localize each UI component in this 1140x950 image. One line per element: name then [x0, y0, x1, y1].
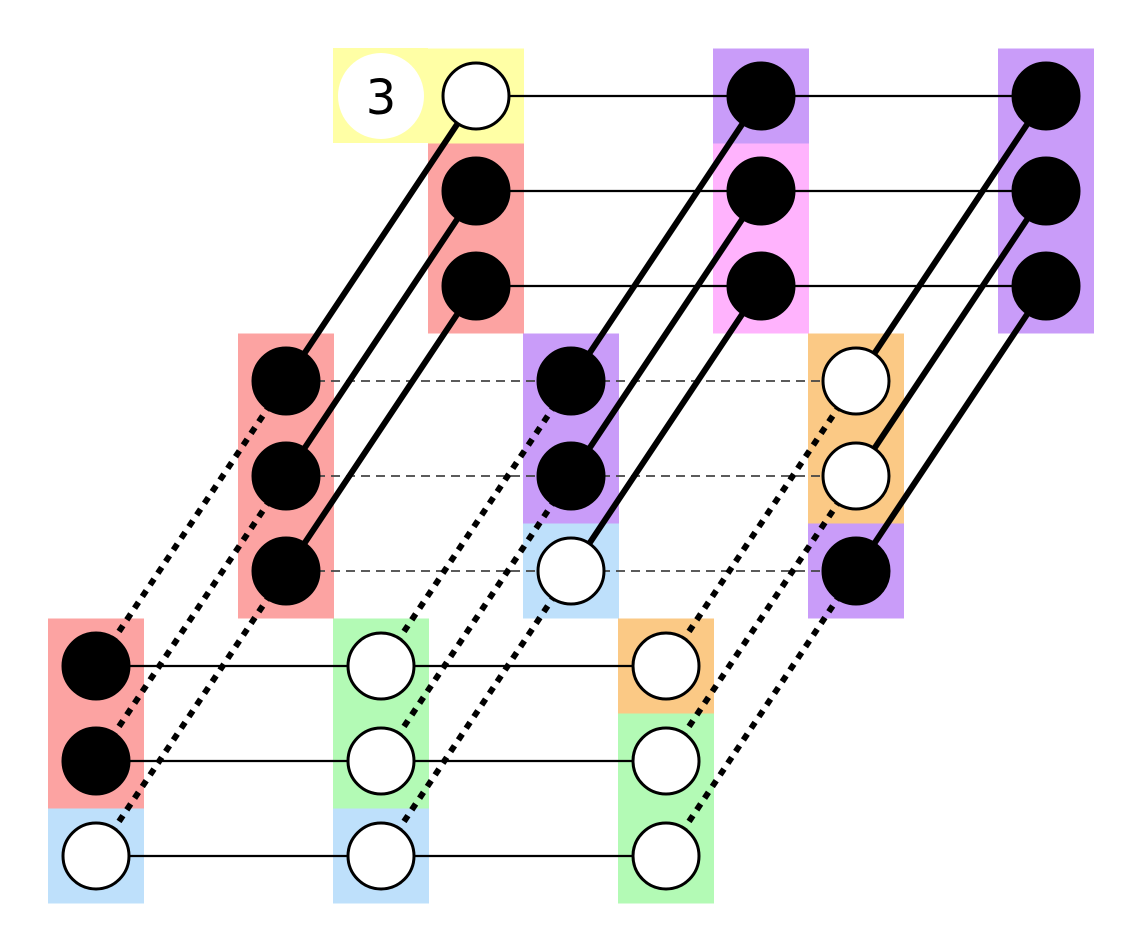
number-badge-circle	[338, 53, 424, 139]
node-empty-bottom-c2-r1	[631, 726, 701, 796]
link-top-middle-c0-r1	[283, 189, 479, 478]
number-badge: 3	[338, 53, 424, 139]
node-empty-middle-c1-r2	[536, 536, 606, 606]
link-top-middle-c1-r0	[568, 94, 764, 383]
link-middle-bottom-c0-r2	[93, 569, 289, 858]
number-badge-label: 3	[366, 70, 397, 126]
link-middle-bottom-c0-r1	[93, 474, 289, 763]
link-middle-bottom-c1-r2	[378, 569, 574, 858]
link-top-middle-c1-r2	[568, 284, 764, 573]
node-filled-middle-c0-r0	[251, 346, 321, 416]
link-top-middle-c1-r1	[568, 189, 764, 478]
node-empty-middle-c2-r0	[821, 346, 891, 416]
node-empty-bottom-c2-r0	[631, 631, 701, 701]
link-top-middle-c0-r2	[283, 284, 479, 573]
link-middle-bottom-c1-r1	[378, 474, 574, 763]
link-top-middle-c0-r0	[283, 94, 479, 383]
node-empty-middle-c2-r1	[821, 441, 891, 511]
node-filled-top-c2-r2	[1011, 251, 1081, 321]
node-filled-top-c2-r0	[1011, 61, 1081, 131]
node-filled-middle-c1-r0	[536, 346, 606, 416]
link-middle-bottom-c1-r0	[378, 379, 574, 668]
node-empty-bottom-c1-r1	[346, 726, 416, 796]
node-filled-bottom-c0-r1	[61, 726, 131, 796]
link-top-middle-c2-r0	[853, 94, 1049, 383]
link-middle-bottom-c0-r0	[93, 379, 289, 668]
node-empty-bottom-c1-r2	[346, 821, 416, 891]
node-filled-top-c1-r1	[726, 156, 796, 226]
node-filled-bottom-c0-r0	[61, 631, 131, 701]
link-top-middle-c2-r2	[853, 284, 1049, 573]
node-filled-top-c0-r1	[441, 156, 511, 226]
node-empty-bottom-c1-r0	[346, 631, 416, 701]
node-filled-top-c0-r2	[441, 251, 511, 321]
node-filled-middle-c2-r2	[821, 536, 891, 606]
link-middle-bottom-c2-r2	[663, 569, 859, 858]
link-middle-bottom-c2-r0	[663, 379, 859, 668]
node-empty-top-c0-r0	[441, 61, 511, 131]
node-filled-middle-c0-r2	[251, 536, 321, 606]
node-filled-middle-c0-r1	[251, 441, 321, 511]
node-filled-top-c2-r1	[1011, 156, 1081, 226]
node-filled-middle-c1-r1	[536, 441, 606, 511]
node-empty-bottom-c2-r2	[631, 821, 701, 891]
node-filled-top-c1-r0	[726, 61, 796, 131]
link-top-middle-c2-r1	[853, 189, 1049, 478]
link-middle-bottom-c2-r1	[663, 474, 859, 763]
node-filled-top-c1-r2	[726, 251, 796, 321]
node-empty-bottom-c0-r2	[61, 821, 131, 891]
nodes	[61, 61, 1081, 891]
